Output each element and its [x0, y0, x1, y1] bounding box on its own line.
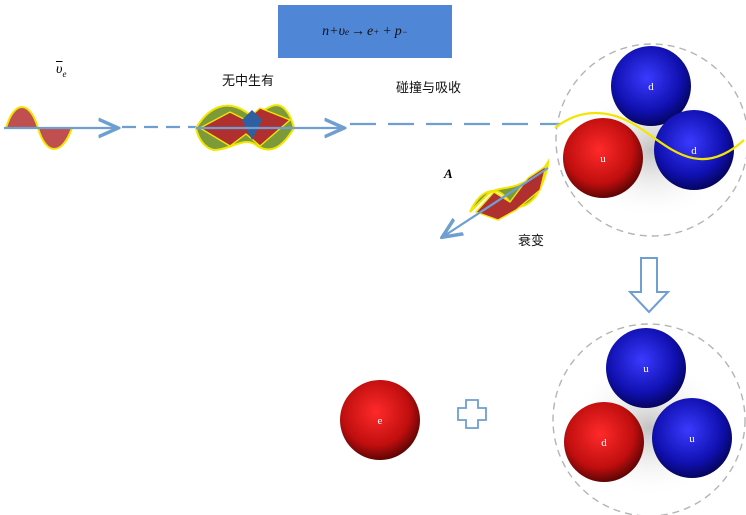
label-decay: 衰变 [518, 234, 545, 249]
antineutrino-symbol: υ [56, 62, 63, 77]
antineutrino-label: υe [56, 62, 66, 79]
quark-label-2: u [600, 153, 606, 165]
label-collision: 碰撞与吸收 [396, 81, 462, 96]
equation-arrow: → [351, 23, 366, 39]
quark-u-left [563, 118, 643, 198]
absorbed-wave [554, 111, 745, 161]
equation-e: e [367, 23, 374, 39]
quark-d-top [611, 46, 691, 126]
quark-label-4: u [643, 363, 649, 375]
quark-u-right [652, 398, 732, 478]
quark-d-right [654, 110, 734, 190]
equation-p-sup: − [401, 26, 408, 37]
equation-e-sup: + [373, 26, 380, 37]
label-creation: 无中生有 [222, 74, 275, 89]
neutron-boundary [555, 43, 746, 237]
quark-d-left [564, 402, 644, 482]
neutron: d u d [554, 43, 746, 237]
equation-plus: + [382, 23, 392, 39]
equation-p: p [394, 23, 402, 39]
quark-label-1: d [648, 81, 654, 93]
creation-wave [194, 104, 342, 152]
antineutrino-wave [4, 106, 116, 150]
antineutrino-sub: e [62, 68, 67, 79]
electron-label: e [378, 415, 383, 427]
proton-boundary [552, 323, 746, 515]
equation-sub: e [345, 26, 350, 37]
quark-u-top [606, 328, 686, 408]
quark-label-3: d [691, 145, 697, 157]
equation-lhs: n+υ [322, 23, 346, 39]
decay-wave [444, 158, 550, 236]
quark-label-6: u [689, 433, 695, 445]
electron [340, 380, 420, 460]
quark-label-5: d [601, 437, 607, 449]
transition-arrow-icon [627, 257, 671, 314]
proton: u d u [552, 323, 746, 515]
label-a: A [444, 166, 453, 181]
plus-icon [457, 399, 487, 429]
